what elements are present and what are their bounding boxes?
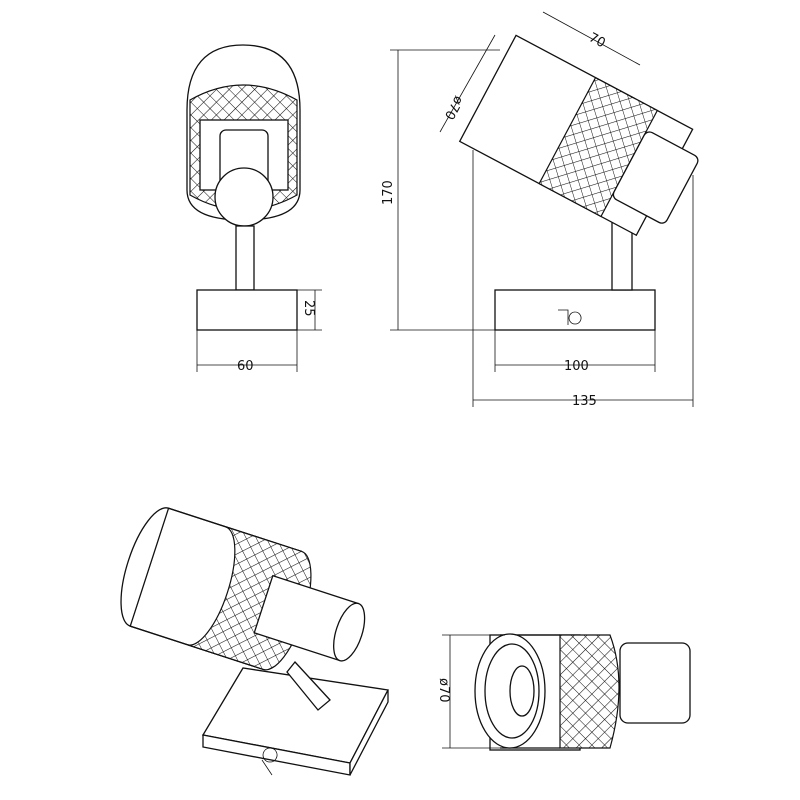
dim-dia70-label: ø70	[441, 93, 466, 122]
dim-25-label: 25	[301, 300, 316, 317]
dim-135-label: 135	[572, 394, 597, 409]
front-view: 60 25	[186, 44, 322, 374]
bottom-arm	[619, 642, 691, 724]
side-shade	[458, 34, 699, 237]
dim-line-dia70	[439, 34, 496, 133]
dim-100-label: 100	[564, 359, 589, 374]
iso-view	[120, 507, 389, 776]
dim-70-label: 70	[586, 30, 608, 51]
knob	[214, 167, 274, 227]
base	[196, 289, 298, 331]
side-view: 170 100 135 70 ø70	[381, 11, 699, 409]
iso-stem	[286, 661, 331, 711]
iso-shade	[120, 507, 366, 671]
bottom-mesh	[559, 634, 620, 749]
side-base	[494, 289, 656, 331]
dim-line-70	[542, 11, 641, 66]
dim-bottom-dia70-label: ø70	[436, 678, 451, 703]
bottom-view: ø70	[436, 633, 691, 751]
stem	[235, 225, 255, 291]
dim-60-label: 60	[237, 359, 254, 374]
dim-170-label: 170	[381, 180, 396, 205]
